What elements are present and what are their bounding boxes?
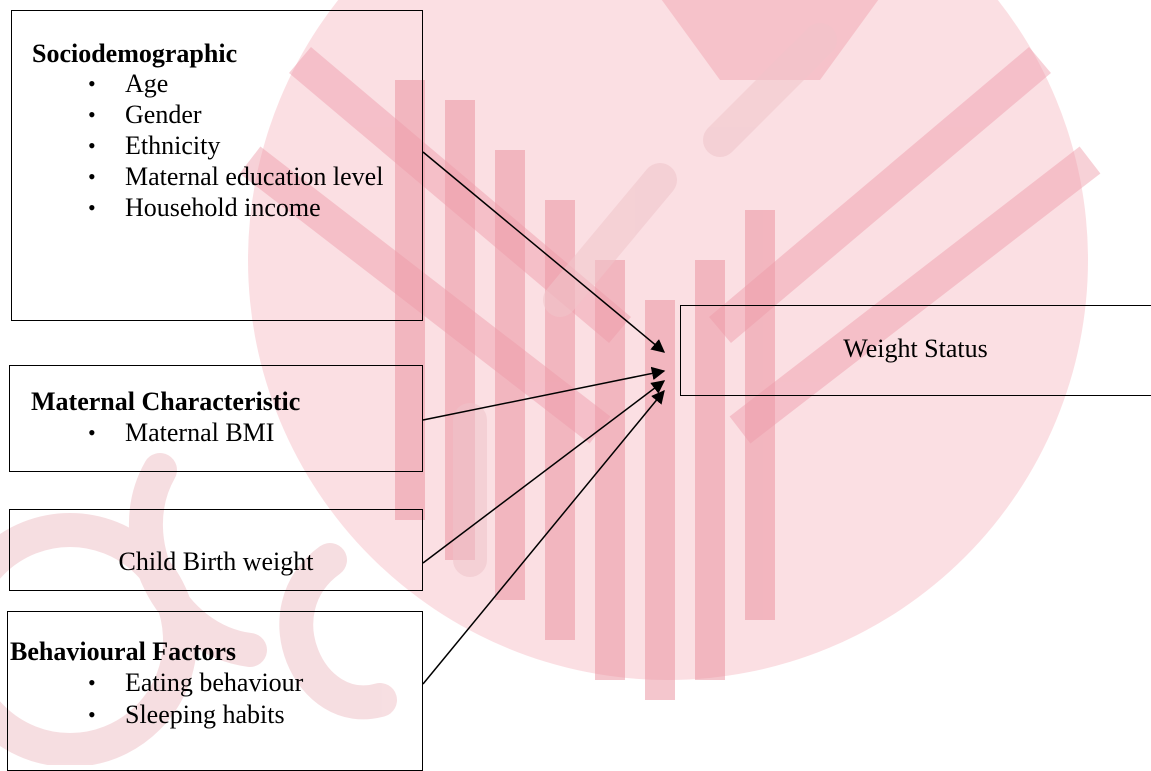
sociodemographic-box: Sociodemographic • Age • Gender • Ethnicity… bbox=[11, 10, 423, 321]
list-item-label: Ethnicity bbox=[125, 131, 221, 160]
arrow-sociodemographic-to-weight-status bbox=[422, 151, 666, 353]
bullet-icon: • bbox=[88, 195, 96, 220]
list-item-label: Gender bbox=[125, 100, 202, 129]
weight-status-box: Weight Status bbox=[680, 305, 1151, 396]
list-item: • Maternal BMI bbox=[10, 418, 422, 448]
sociodemographic-list: • Age • Gender • Ethnicity • Maternal educat… bbox=[12, 69, 422, 224]
list-item-label: Maternal BMI bbox=[125, 418, 275, 447]
child-birth-weight-label: Child Birth weight bbox=[118, 547, 314, 576]
behavioural-factors-box: Behavioural Factors • Eating behaviour • S… bbox=[7, 611, 423, 771]
arrow-birth-weight-to-weight-status bbox=[422, 380, 666, 564]
child-birth-weight-box: Child Birth weight bbox=[9, 509, 423, 591]
list-item: • Maternal education level bbox=[12, 162, 422, 192]
maternal-characteristic-box: Maternal Characteristic • Maternal BMI bbox=[9, 365, 423, 472]
list-item-label: Sleeping habits bbox=[125, 700, 285, 729]
list-item: • Gender bbox=[12, 100, 422, 130]
list-item-label: Maternal education level bbox=[125, 162, 384, 191]
list-item: • Eating behaviour bbox=[8, 668, 422, 698]
list-item: • Age bbox=[12, 69, 422, 99]
bullet-icon: • bbox=[88, 702, 96, 727]
arrow-behaviour-to-weight-status bbox=[422, 389, 665, 685]
behavioural-factors-list: • Eating behaviour • Sleeping habits bbox=[8, 668, 422, 732]
bullet-icon: • bbox=[88, 133, 96, 158]
bullet-icon: • bbox=[88, 71, 96, 96]
bullet-icon: • bbox=[88, 164, 96, 189]
list-item-label: Age bbox=[125, 69, 169, 98]
list-item-label: Household income bbox=[125, 193, 321, 222]
bullet-icon: • bbox=[88, 420, 96, 445]
behavioural-factors-title: Behavioural Factors bbox=[10, 637, 237, 666]
weight-status-label: Weight Status bbox=[843, 334, 988, 363]
list-item: • Household income bbox=[12, 193, 422, 223]
watermark-stripes bbox=[395, 80, 775, 700]
watermark-wings bbox=[239, 47, 1101, 444]
watermark-copyright bbox=[0, 23, 837, 765]
watermark-crest bbox=[661, 0, 879, 80]
list-item: • Ethnicity bbox=[12, 131, 422, 161]
bullet-icon: • bbox=[88, 670, 96, 695]
sociodemographic-title: Sociodemographic bbox=[32, 39, 238, 68]
maternal-characteristic-list: • Maternal BMI bbox=[10, 418, 422, 448]
arrow-maternal-to-weight-status bbox=[422, 366, 666, 421]
list-item: • Sleeping habits bbox=[8, 700, 422, 730]
bullet-icon: • bbox=[88, 102, 96, 127]
list-item-label: Eating behaviour bbox=[125, 668, 304, 697]
maternal-characteristic-title: Maternal Characteristic bbox=[31, 387, 301, 416]
